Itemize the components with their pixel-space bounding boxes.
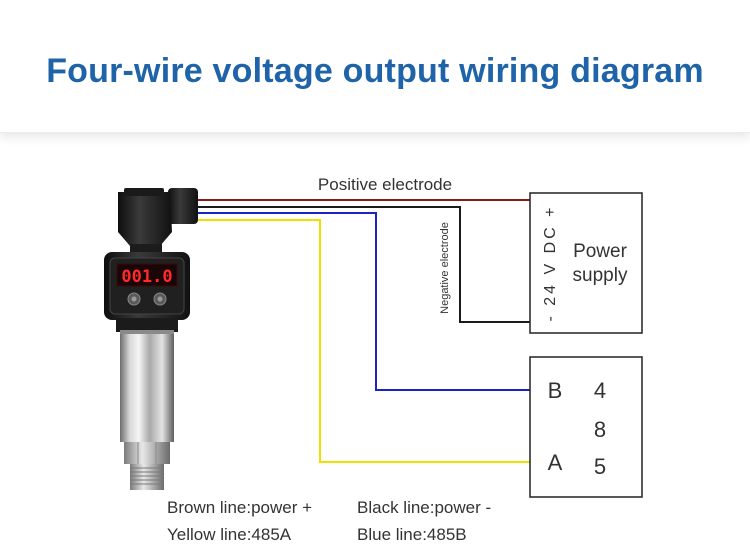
steel-body	[120, 330, 174, 442]
legend-yellow: Yellow line:485A	[167, 525, 292, 544]
rs485-box: B A 4 8 5	[529, 356, 643, 498]
led-display	[116, 263, 178, 287]
connector-head	[118, 192, 172, 246]
supply-voltage-label: - 24 V DC +	[542, 204, 559, 321]
page-title: Four-wire voltage output wiring diagram	[46, 52, 704, 90]
display-reading: 001.0	[121, 267, 172, 287]
cable-gland	[168, 188, 198, 224]
yellow-wire	[196, 219, 530, 463]
pressure-transmitter: 001.0	[104, 188, 198, 490]
rs485-digit-8: 8	[594, 417, 606, 442]
power-supply-line2: supply	[573, 265, 628, 286]
negative-electrode-label: Negative electrode	[439, 222, 451, 314]
positive-electrode-label: Positive electrode	[318, 175, 452, 194]
hex-nut	[124, 442, 170, 464]
power-supply-line1: Power	[573, 241, 628, 262]
blue-wire	[196, 212, 530, 391]
wires	[196, 199, 530, 463]
header-bar	[0, 0, 750, 133]
rs485-digit-5: 5	[594, 454, 606, 479]
rs485-terminal-b: B	[548, 378, 563, 403]
power-supply-box: - 24 V DC + Power supply	[529, 192, 643, 334]
black-wire	[196, 206, 530, 323]
legend-blue: Blue line:485B	[357, 525, 467, 544]
legend-black: Black line:power -	[357, 498, 492, 517]
rs485-terminal-a: A	[548, 450, 563, 475]
legend-brown: Brown line:power +	[167, 498, 313, 517]
rs485-digit-4: 4	[594, 378, 606, 403]
